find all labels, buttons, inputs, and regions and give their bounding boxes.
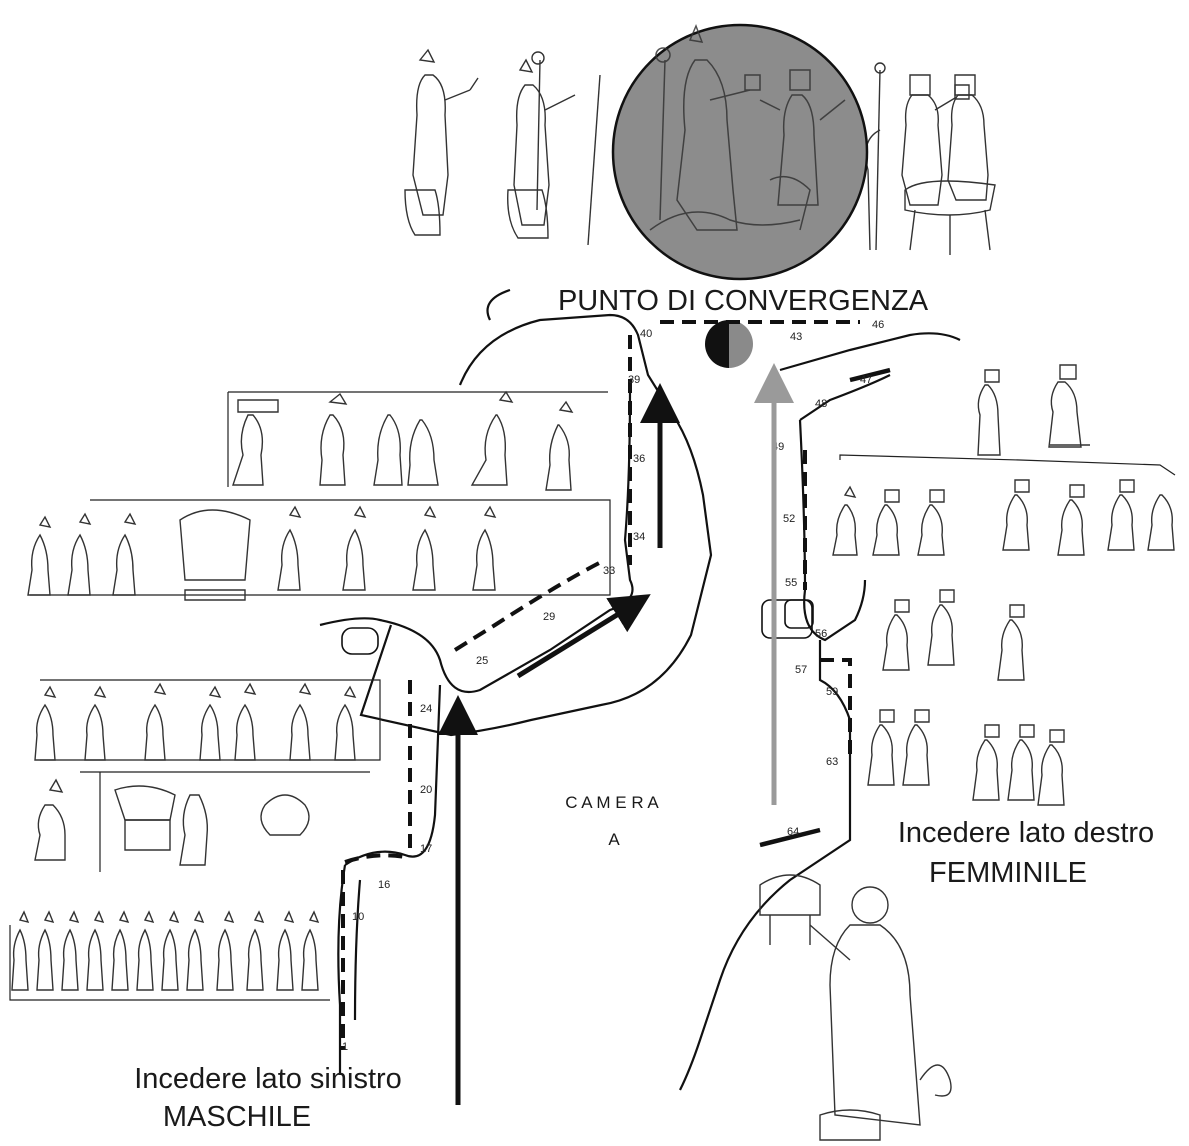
relief-number: 29 [543,611,555,623]
camera-label: C A M E R A [565,793,659,812]
relief-number: 33 [603,565,615,577]
left-side-gender: MASCHILE [163,1101,311,1133]
right-relief-upper [978,365,1090,455]
right-side-label: Incedere lato destro [898,817,1154,849]
male-path-arrows [458,398,660,1105]
relief-number: 17 [420,843,432,855]
room-outline [320,290,960,1090]
relief-number: 10 [352,911,364,923]
relief-number: 40 [640,328,652,340]
top-left-figures [405,50,600,245]
left-relief-middle [35,680,380,872]
left-relief-upper [28,392,610,600]
relief-number: 16 [378,879,390,891]
relief-number: 24 [420,703,432,715]
convergence-marker [705,320,753,368]
right-relief-middle [833,455,1175,555]
relief-number: 52 [783,513,795,525]
relief-wall-dashes [343,322,860,1050]
left-side-label: Incedere lato sinistro [134,1063,402,1095]
relief-number: 57 [795,664,807,676]
relief-number: 64 [787,826,799,838]
convergence-circle [613,25,867,279]
relief-number: 20 [420,784,432,796]
left-relief-lower [10,912,330,1000]
relief-number: 63 [826,756,838,768]
relief-numbers: 1 10 16 17 20 24 25 29 33 34 36 39 40 43… [342,319,884,1053]
relief-number: 55 [785,577,797,589]
relief-number: 25 [476,655,488,667]
relief-number: 47 [860,374,872,386]
relief-number: 1 [342,1041,348,1053]
convergence-label: PUNTO DI CONVERGENZA [558,285,929,317]
top-right-figures [866,63,995,255]
pillars [342,600,813,654]
relief-number: 59 [826,686,838,698]
relief-number: 56 [815,628,827,640]
relief-number: 36 [633,453,645,465]
camera-letter: A [608,830,620,849]
right-side-gender: FEMMINILE [929,857,1087,889]
king-figure [760,875,951,1140]
right-relief-lower [868,590,1064,805]
relief-number: 34 [633,531,645,543]
relief-number: 46 [872,319,884,331]
relief-number: 39 [628,374,640,386]
relief-number: 43 [790,331,802,343]
relief-number: 48 [815,398,827,410]
male-arrow-diagonal [518,602,638,676]
